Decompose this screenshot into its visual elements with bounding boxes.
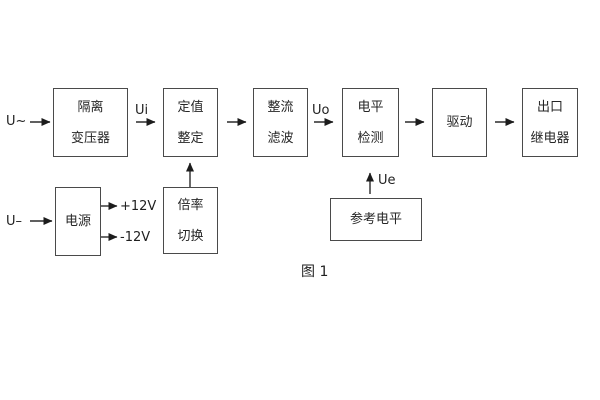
block-label: 整流 xyxy=(267,99,294,115)
block-label: 定值 xyxy=(177,99,204,115)
block-power-supply: 电源 xyxy=(55,187,101,256)
block-multiplier-switch: 倍率 切换 xyxy=(163,187,218,254)
block-drive: 驱动 xyxy=(432,88,487,157)
block-label: 隔离 xyxy=(77,99,104,115)
signal-label-ui: Ui xyxy=(135,103,149,118)
block-isolation-transformer: 隔离 变压器 xyxy=(53,88,128,157)
block-rectifier-filter: 整流 滤波 xyxy=(253,88,308,157)
signal-label-rail-negative: -12V xyxy=(120,230,151,245)
block-label: 检测 xyxy=(357,130,384,146)
signal-label-input-dc: U– xyxy=(6,214,23,229)
block-setting-adjust: 定值 整定 xyxy=(163,88,218,157)
block-label: 驱动 xyxy=(446,115,473,130)
block-output-relay: 出口 继电器 xyxy=(522,88,578,157)
block-label: 整定 xyxy=(177,130,204,146)
block-label: 切换 xyxy=(177,228,204,244)
block-label: 滤波 xyxy=(267,130,294,146)
signal-label-rail-positive: +12V xyxy=(120,199,157,214)
block-label: 参考电平 xyxy=(349,212,402,227)
block-label: 变压器 xyxy=(70,130,110,146)
block-label: 电源 xyxy=(64,214,91,229)
block-level-detect: 电平 检测 xyxy=(342,88,399,157)
block-label: 继电器 xyxy=(530,130,570,146)
figure-caption: 图 1 xyxy=(301,264,329,280)
block-reference-level: 参考电平 xyxy=(330,198,422,241)
signal-label-ue: Ue xyxy=(378,173,396,188)
block-label: 电平 xyxy=(357,99,384,115)
signal-label-input-ac: U~ xyxy=(6,114,27,129)
block-label: 出口 xyxy=(536,99,563,115)
block-label: 倍率 xyxy=(177,197,204,213)
signal-label-uo: Uo xyxy=(312,103,330,118)
